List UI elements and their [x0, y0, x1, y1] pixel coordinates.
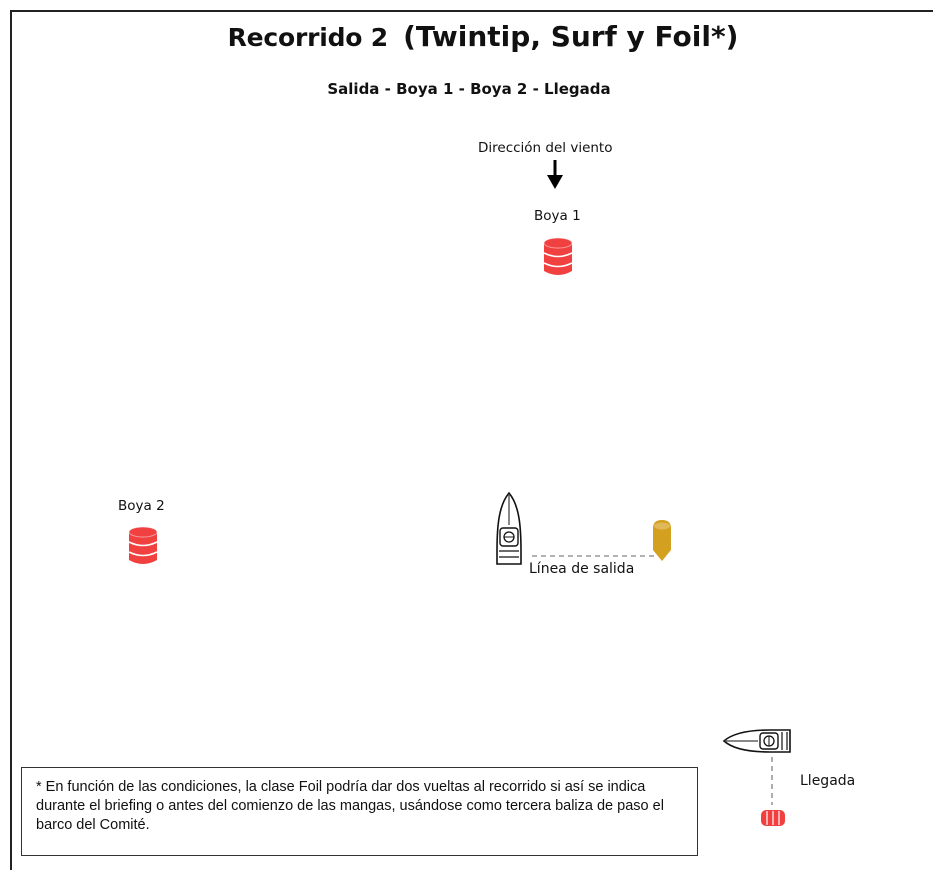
course-sequence: Salida - Boya 1 - Boya 2 - Llegada [327, 80, 611, 98]
title-main: Recorrido 2 [227, 23, 389, 52]
finish-label: Llegada [800, 773, 856, 789]
diagram-frame [10, 10, 933, 870]
finish-boat-icon [722, 729, 791, 753]
page-title: Recorrido 2 (Twintip, Surf y Foil*) [0, 20, 933, 53]
foil-note: * En función de las condiciones, la clas… [21, 767, 698, 856]
finish-line [771, 757, 773, 805]
committee-boat-icon [496, 491, 522, 565]
start-line-label: Línea de salida [529, 561, 635, 577]
buoy-1-icon [543, 237, 573, 275]
title-classes: (Twintip, Surf y Foil*) [403, 20, 739, 53]
buoy-2-label: Boya 2 [118, 498, 165, 514]
start-line [532, 555, 656, 557]
start-pin-buoy-icon [653, 520, 671, 561]
arrow-down-icon [547, 160, 563, 189]
buoy-1-label: Boya 1 [534, 208, 581, 224]
buoy-2-icon [128, 526, 158, 564]
wind-direction-label: Dirección del viento [478, 140, 613, 156]
finish-mark-icon [761, 810, 785, 826]
